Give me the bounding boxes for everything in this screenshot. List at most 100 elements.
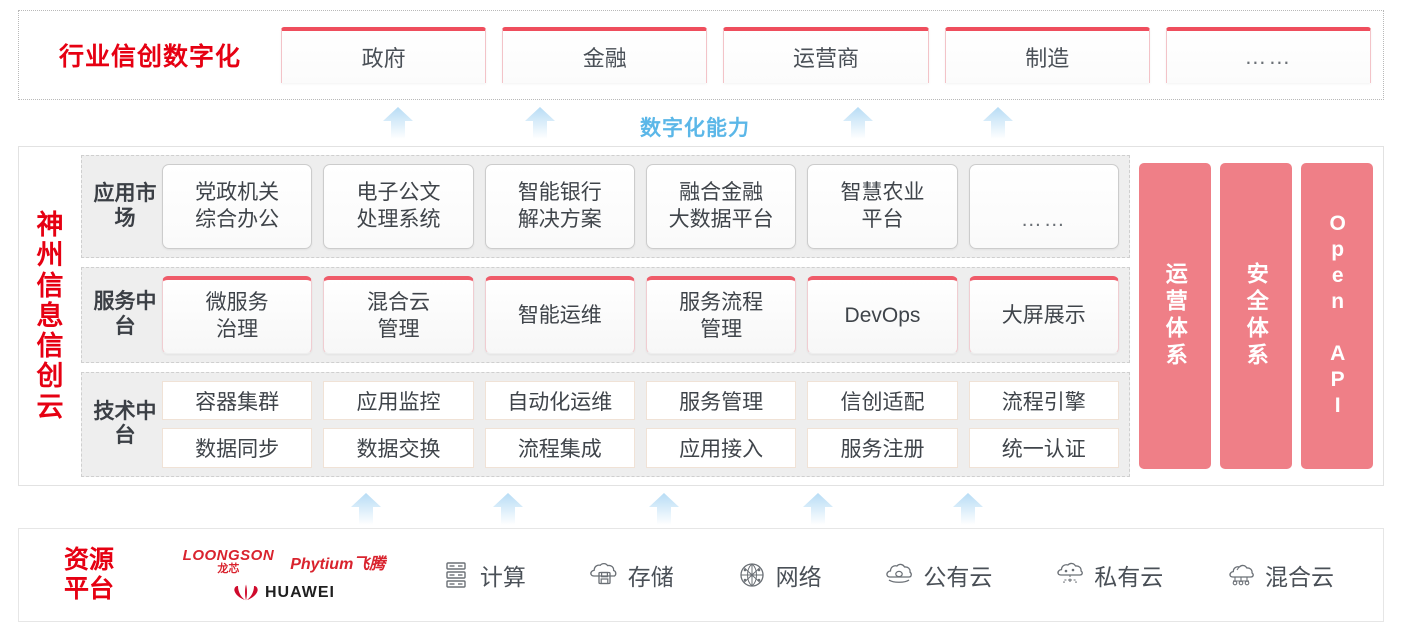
cloud-title-char-2: 州: [36, 240, 64, 271]
tech-grid-line-2: 数据同步 数据交换 流程集成 应用接入 服务注册 统一认证: [162, 428, 1119, 468]
resource-item-public-cloud[interactable]: 公有云: [883, 558, 992, 592]
resource-item-private-cloud[interactable]: 私有云: [1054, 558, 1163, 592]
cloud-panel: 神州信息信创云 应用市场 党政机关 综合办公 电子公文 处理系统 智能银行 解决…: [18, 146, 1384, 486]
row-tech-platform-grid: 容器集群 应用监控 自动化运维 服务管理 信创适配 流程引擎 数据同步 数据交换…: [162, 380, 1119, 468]
tech-box-app-monitoring[interactable]: 应用监控: [323, 380, 474, 421]
row-service-platform: 服务中台 微服务 治理 混合云 管理 智能运维 服务流程 管理 DevOps 大…: [81, 267, 1130, 363]
cloud-row-list: 应用市场 党政机关 综合办公 电子公文 处理系统 智能银行 解决方案 融合金融 …: [81, 155, 1130, 477]
huawei-flower-icon: [234, 584, 258, 601]
tech-box-process-integration[interactable]: 流程集成: [484, 428, 635, 468]
loongson-logo: LOONGSON 龙芯: [183, 548, 275, 575]
industry-box-government[interactable]: 政府: [281, 27, 487, 83]
resource-arrow-1: [348, 492, 384, 526]
app-box-party-gov-office[interactable]: 党政机关 综合办公: [162, 164, 313, 250]
huawei-logo-text: HUAWEI: [265, 584, 335, 601]
capability-arrow-1: [380, 106, 416, 140]
cloud-panel-body: 应用市场 党政机关 综合办公 电子公文 处理系统 智能银行 解决方案 融合金融 …: [81, 147, 1383, 485]
app-box-smart-agriculture-platform[interactable]: 智慧农业 平台: [807, 164, 958, 250]
pillar-operations-system-label: 运营体系: [1162, 262, 1188, 370]
pillar-open-api-label: Open API: [1326, 212, 1350, 420]
cloud-title-char-7: 云: [36, 391, 64, 422]
cloud-title-char-3: 信: [36, 270, 64, 301]
tech-box-service-registry[interactable]: 服务注册: [807, 428, 958, 468]
resource-item-hybrid-cloud-label: 混合云: [1265, 564, 1335, 590]
cloud-title-char-6: 创: [36, 361, 64, 392]
resource-item-network[interactable]: 网络: [736, 558, 822, 592]
resource-band-title: 资源平台: [19, 546, 159, 604]
resource-arrow-2: [490, 492, 526, 526]
public-cloud-icon: [886, 563, 913, 583]
resource-title-line-2: 平台: [63, 575, 114, 603]
pillar-open-api[interactable]: Open API: [1301, 163, 1373, 469]
resource-item-compute-label: 计算: [479, 564, 526, 590]
capability-arrow-4: [980, 106, 1016, 140]
resource-item-public-cloud-label: 公有云: [923, 564, 993, 590]
pillar-security-system[interactable]: 安全体系: [1220, 163, 1292, 469]
vendor-logo-row-top: LOONGSON 龙芯 Phytium飞腾: [183, 548, 386, 575]
industry-band: 行业信创数字化 政府 金融 运营商 制造 ……: [18, 10, 1384, 100]
tech-box-data-sync[interactable]: 数据同步: [162, 428, 313, 468]
resource-title-line-1: 资源: [63, 546, 114, 574]
tech-box-service-management[interactable]: 服务管理: [645, 380, 797, 421]
resource-arrow-3: [646, 492, 682, 526]
cloud-title-char-5: 信: [36, 331, 64, 362]
cloud-pillar-list: 运营体系 安全体系 Open API: [1139, 155, 1373, 477]
loongson-logo-text: LOONGSON: [182, 547, 275, 564]
tech-box-automated-ops[interactable]: 自动化运维: [484, 380, 635, 421]
tech-box-xinchuang-adaptation[interactable]: 信创适配: [807, 380, 958, 421]
industry-box-list: 政府 金融 运营商 制造 ……: [281, 10, 1383, 100]
phytium-logo: Phytium飞腾: [290, 555, 386, 573]
row-tech-platform: 技术中台 容器集群 应用监控 自动化运维 服务管理 信创适配 流程引擎 数据同步: [81, 371, 1130, 477]
resource-item-hybrid-cloud[interactable]: 混合云: [1225, 558, 1334, 592]
resource-item-network-label: 网络: [775, 564, 822, 590]
resource-arrow-4: [800, 492, 836, 526]
row-app-market-label: 应用市场: [93, 181, 157, 230]
pillar-security-system-label: 安全体系: [1243, 262, 1269, 370]
cloud-panel-title: 神州信息信创云: [19, 147, 81, 485]
tech-box-unified-auth[interactable]: 统一认证: [968, 428, 1119, 468]
row-service-platform-label: 服务中台: [93, 290, 157, 338]
svc-box-service-process-management[interactable]: 服务流程 管理: [645, 276, 797, 354]
industry-box-more[interactable]: ……: [1165, 27, 1372, 83]
vendor-logo-list: LOONGSON 龙芯 Phytium飞腾 HUAWEI: [159, 548, 409, 602]
app-box-more[interactable]: ……: [968, 164, 1119, 250]
capability-label: 数字化能力: [640, 117, 750, 140]
svc-box-intelligent-ops[interactable]: 智能运维: [484, 276, 635, 354]
app-box-smart-bank-solution[interactable]: 智能银行 解决方案: [484, 164, 635, 250]
svc-box-microservice-governance[interactable]: 微服务 治理: [162, 276, 313, 354]
industry-box-telecom[interactable]: 运营商: [723, 27, 929, 83]
huawei-logo: HUAWEI: [233, 584, 335, 602]
loongson-logo-subtext: 龙芯: [217, 563, 240, 575]
capability-arrow-2: [522, 106, 558, 140]
row-app-market: 应用市场 党政机关 综合办公 电子公文 处理系统 智能银行 解决方案 融合金融 …: [81, 155, 1130, 259]
pillar-operations-system[interactable]: 运营体系: [1139, 163, 1211, 469]
industry-band-title: 行业信创数字化: [58, 43, 241, 71]
tech-box-process-engine[interactable]: 流程引擎: [968, 380, 1119, 421]
resource-item-private-cloud-label: 私有云: [1094, 564, 1164, 590]
industry-box-manufacturing[interactable]: 制造: [944, 27, 1150, 83]
cloud-title-char-4: 息: [36, 300, 64, 331]
cloud-storage-icon: [589, 562, 617, 585]
tech-box-data-exchange[interactable]: 数据交换: [323, 428, 474, 468]
app-box-finance-bigdata-platform[interactable]: 融合金融 大数据平台: [645, 164, 797, 250]
server-rack-icon: [446, 562, 466, 588]
private-cloud-icon: [1057, 562, 1084, 583]
resource-item-compute[interactable]: 计算: [440, 558, 526, 592]
capability-arrow-3: [840, 106, 876, 140]
app-box-e-document-system[interactable]: 电子公文 处理系统: [323, 164, 474, 250]
row-service-platform-cells: 微服务 治理 混合云 管理 智能运维 服务流程 管理 DevOps 大屏展示: [162, 276, 1119, 354]
tech-box-container-cluster[interactable]: 容器集群: [162, 380, 313, 421]
row-app-market-cells: 党政机关 综合办公 电子公文 处理系统 智能银行 解决方案 融合金融 大数据平台…: [162, 164, 1119, 250]
svc-box-hybrid-cloud-management[interactable]: 混合云 管理: [323, 276, 474, 354]
svc-box-large-screen-display[interactable]: 大屏展示: [968, 276, 1119, 354]
network-globe-icon: [739, 563, 764, 587]
tech-box-app-access[interactable]: 应用接入: [645, 428, 797, 468]
industry-box-finance[interactable]: 金融: [502, 27, 708, 83]
resource-item-storage[interactable]: 存储: [588, 558, 674, 592]
tech-grid-line-1: 容器集群 应用监控 自动化运维 服务管理 信创适配 流程引擎: [162, 380, 1119, 421]
svc-box-devops[interactable]: DevOps: [807, 276, 958, 354]
hybrid-cloud-icon: [1229, 564, 1254, 586]
resource-item-list: 计算 存储: [409, 558, 1383, 592]
cloud-title-char-1: 神: [36, 210, 64, 241]
